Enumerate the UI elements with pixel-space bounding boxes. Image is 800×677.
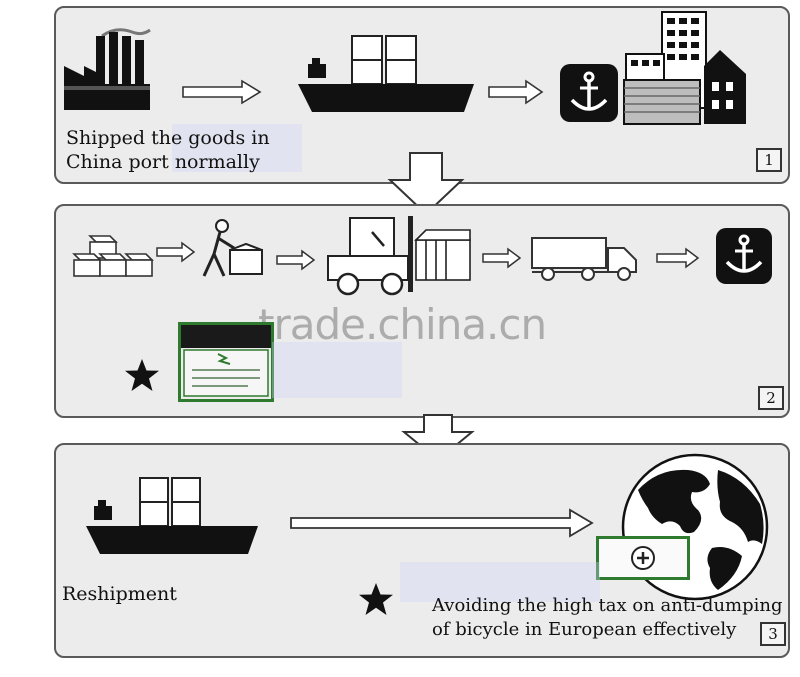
- certificate-card-icon: [596, 536, 690, 580]
- caption-panel-3: Reshipment: [62, 582, 177, 606]
- caption-line: China port normally: [66, 151, 260, 173]
- arrow-right-icon: [276, 249, 316, 271]
- step-number-2: 2: [758, 386, 784, 410]
- factory-icon: [64, 28, 151, 110]
- scan-haze: [172, 124, 302, 172]
- caption-panel-1: Shipped the goods in China port normally: [66, 126, 270, 174]
- note-line: of bicycle in European effectively: [432, 619, 737, 640]
- arrow-right-icon: [182, 79, 262, 105]
- stacked-boxes-icon: [72, 235, 154, 277]
- cargo-ship-icon: [86, 477, 258, 554]
- anchor-icon: [560, 64, 618, 122]
- anchor-icon: [716, 228, 772, 284]
- arrow-right-icon: [290, 508, 594, 538]
- arrow-right-icon: [482, 247, 522, 269]
- city-buildings-icon: [623, 11, 746, 125]
- scan-haze: [272, 342, 402, 398]
- arrow-down-icon: [387, 152, 465, 216]
- cargo-ship-icon: [298, 35, 474, 112]
- certificate-icon: [178, 322, 274, 402]
- arrow-right-icon: [656, 247, 700, 269]
- scan-haze: [400, 562, 600, 602]
- note-line: Avoiding the high tax on anti-dumping: [432, 595, 783, 616]
- watermark: trade.china.cn: [258, 300, 547, 349]
- star-icon: [359, 583, 393, 615]
- arrow-right-icon: [156, 241, 196, 263]
- step-number-1: 1: [756, 148, 782, 172]
- truck-icon: [531, 237, 637, 281]
- star-icon: [125, 359, 159, 391]
- caption-line: Shipped the goods in: [66, 127, 270, 149]
- forklift-icon: [327, 216, 471, 296]
- worker-packing-icon: [202, 219, 263, 277]
- step-number-3: 3: [760, 622, 786, 646]
- note-panel-3: Avoiding the high tax on anti-dumping of…: [432, 594, 783, 642]
- arrow-right-icon: [488, 79, 544, 105]
- caption-line: Reshipment: [62, 583, 177, 605]
